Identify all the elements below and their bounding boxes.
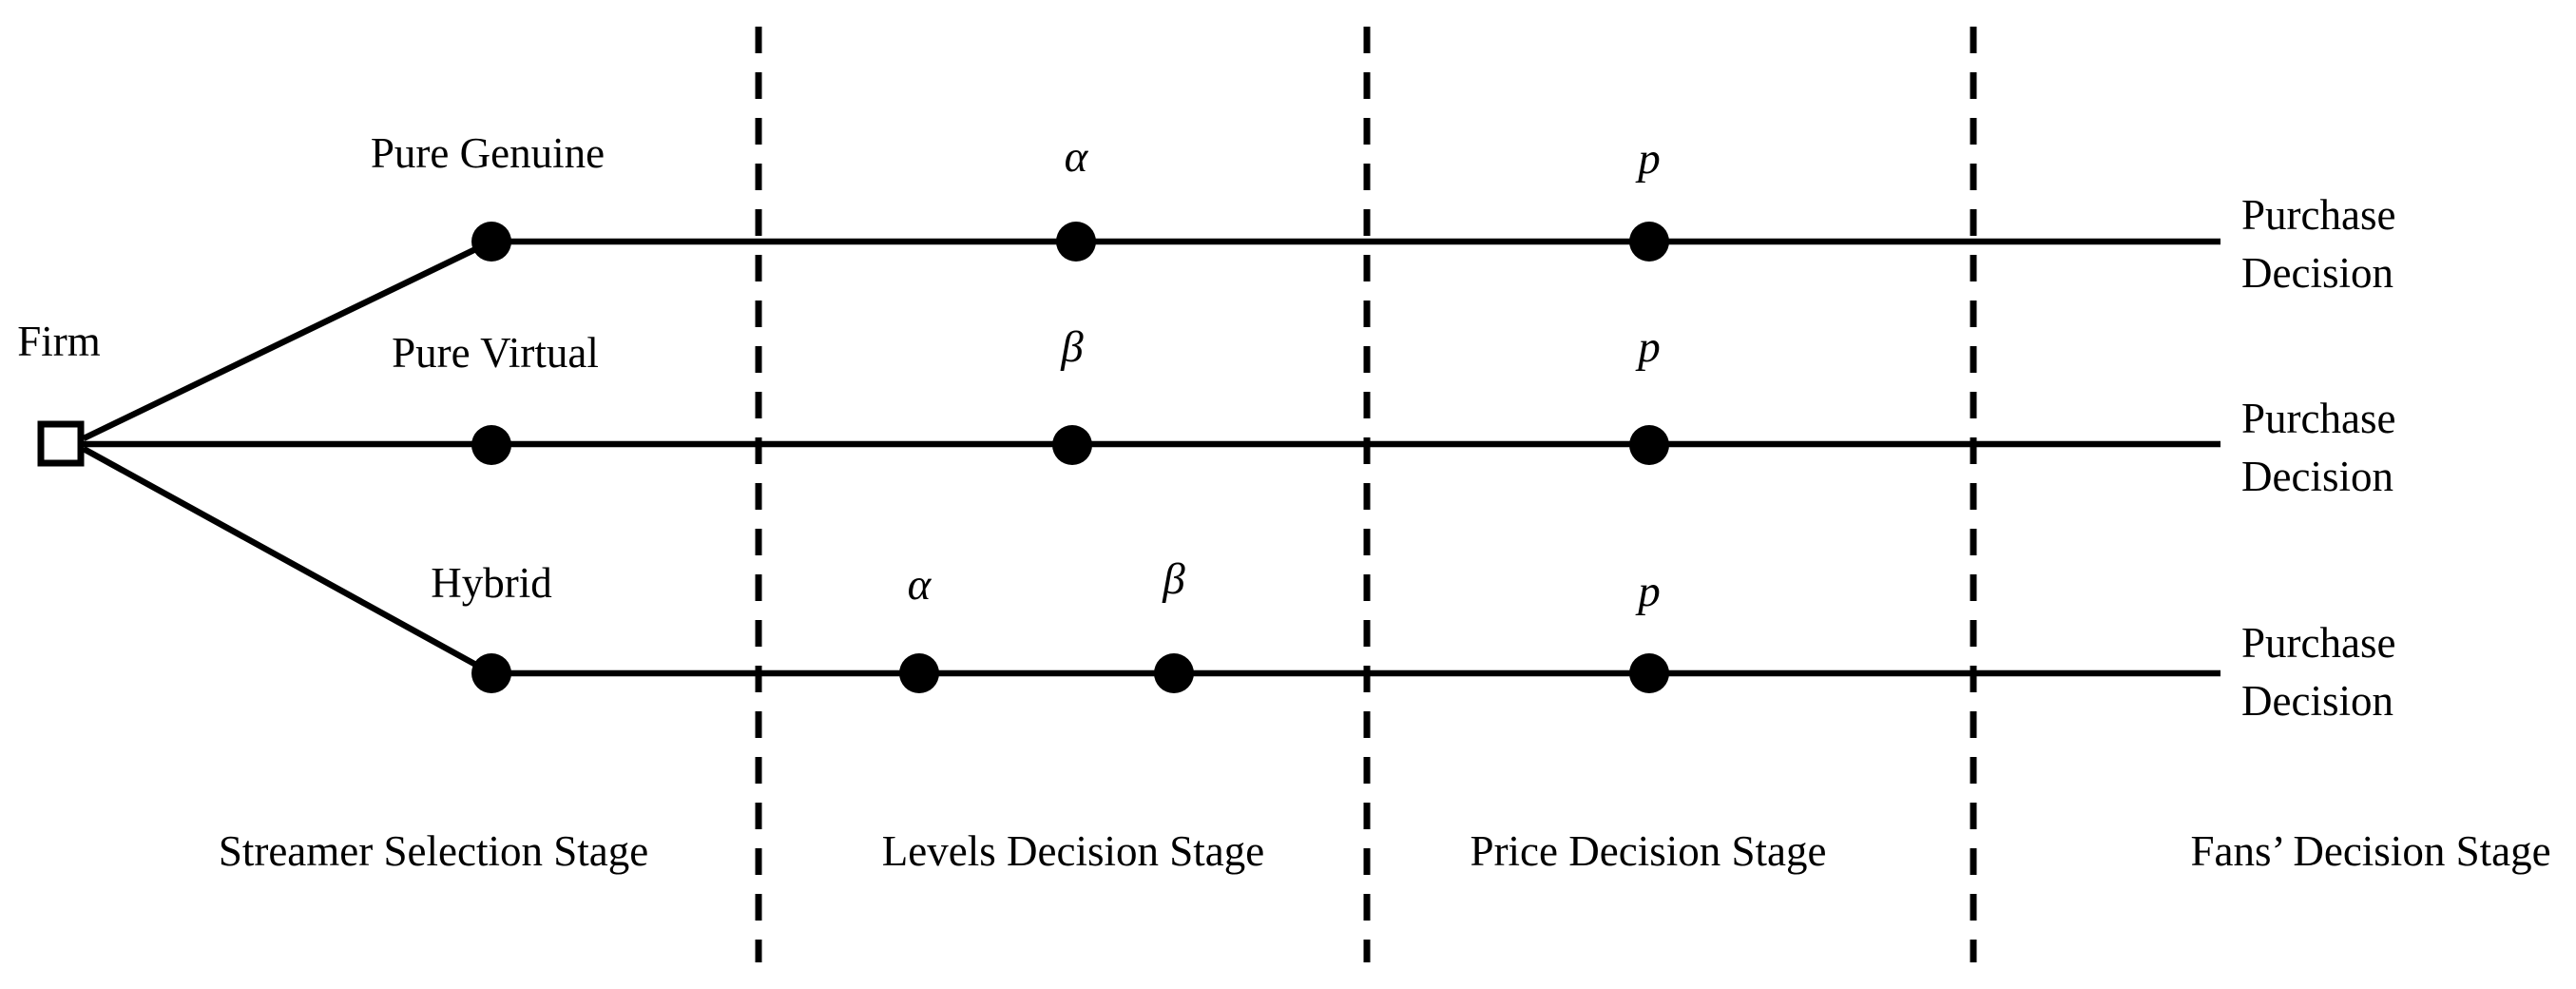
alpha-label-hybrid: α — [907, 560, 932, 610]
pure-genuine-select-node — [471, 222, 511, 262]
branch-label-pure-genuine: Pure Genuine — [370, 129, 606, 177]
pure-virtual-price-node — [1629, 425, 1669, 465]
branch-label-hybrid: Hybrid — [431, 559, 552, 607]
price-label-hybrid: p — [1638, 567, 1661, 616]
price-label-pure-virtual: p — [1638, 322, 1661, 372]
firm-root-node — [37, 420, 85, 467]
edge-root-to-pure-genuine — [82, 239, 493, 441]
hybrid-beta-node — [1154, 653, 1194, 693]
outcome-line-1: Purchase — [2241, 619, 2396, 667]
pure-virtual-beta-node — [1052, 425, 1092, 465]
alpha-label-pure-genuine: α — [1064, 132, 1088, 182]
pure-virtual-select-node — [471, 425, 511, 465]
hybrid-select-node — [471, 653, 511, 693]
beta-label-pure-virtual: β — [1061, 322, 1084, 372]
beta-label-hybrid: β — [1163, 554, 1185, 604]
stage-label-streamer-selection: Streamer Selection Stage — [218, 827, 649, 875]
stage-label-fans-decision: Fans’ Decision Stage — [2190, 827, 2551, 875]
firm-label: Firm — [17, 318, 101, 365]
price-label-pure-genuine: p — [1638, 134, 1661, 184]
outcome-line-2: Decision — [2241, 453, 2393, 500]
hybrid-price-node — [1629, 653, 1669, 693]
hybrid-alpha-node — [899, 653, 939, 693]
outcome-line-1: Purchase — [2241, 191, 2396, 239]
branch-label-pure-virtual: Pure Virtual — [392, 329, 599, 377]
outcome-label-pure-virtual: Purchase Decision — [2241, 390, 2395, 506]
outcome-line-2: Decision — [2241, 677, 2393, 725]
pure-genuine-alpha-node — [1056, 222, 1096, 262]
outcome-line-1: Purchase — [2241, 395, 2396, 442]
stage-label-levels-decision: Levels Decision Stage — [881, 827, 1265, 875]
outcome-label-pure-genuine: Purchase Decision — [2241, 186, 2395, 302]
outcome-line-2: Decision — [2241, 249, 2393, 297]
stage-label-price-decision: Price Decision Stage — [1470, 827, 1827, 875]
edge-root-to-hybrid — [82, 446, 493, 676]
pure-genuine-price-node — [1629, 222, 1669, 262]
outcome-label-hybrid: Purchase Decision — [2241, 614, 2395, 730]
